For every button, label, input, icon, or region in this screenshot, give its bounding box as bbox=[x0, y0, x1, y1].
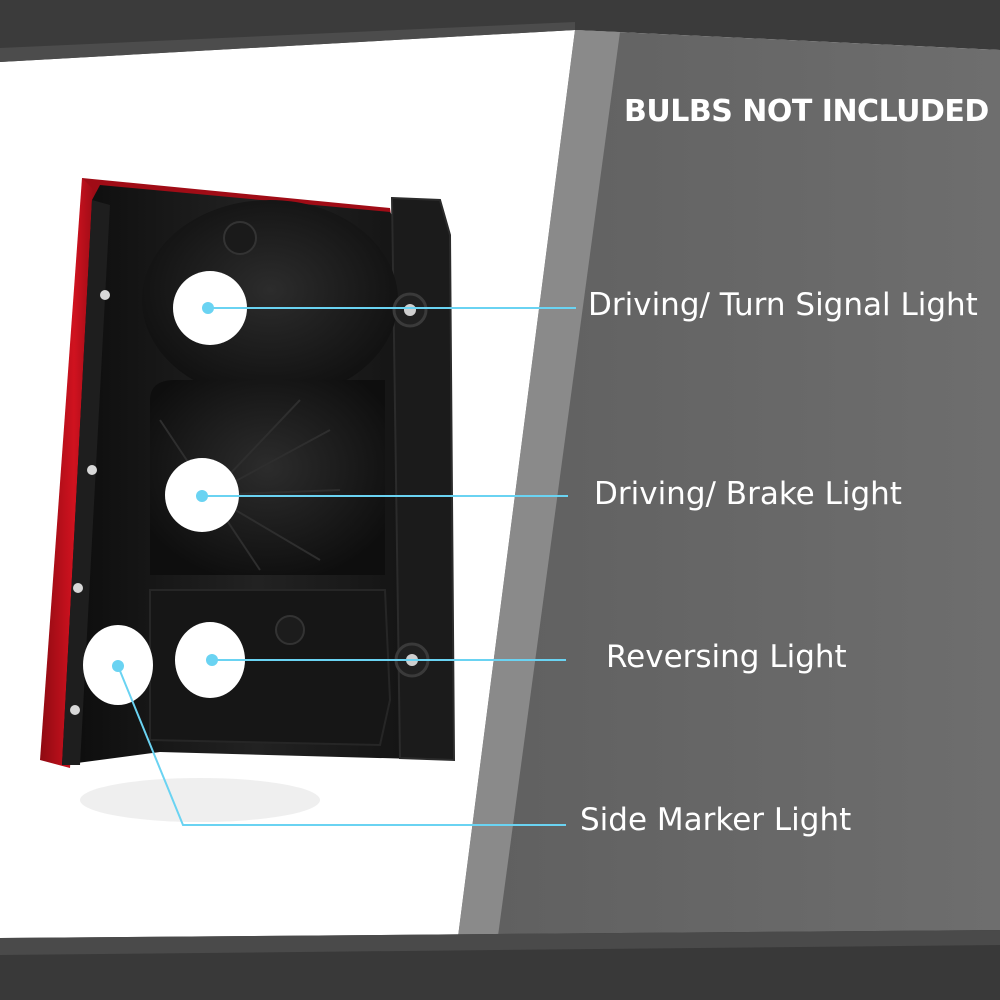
callout-dots bbox=[112, 302, 218, 672]
left-stud-1 bbox=[100, 290, 110, 300]
mounting-rail bbox=[390, 196, 456, 762]
label-reversing-light: Reversing Light bbox=[606, 639, 847, 675]
label-turn-signal-light: Driving/ Turn Signal Light bbox=[588, 287, 978, 323]
bulbs-not-included-notice: BULBS NOT INCLUDED bbox=[624, 94, 989, 129]
bottom-band-edge bbox=[0, 930, 1000, 955]
reflection bbox=[80, 778, 320, 822]
left-rim bbox=[62, 200, 110, 765]
label-side-marker-light: Side Marker Light bbox=[580, 802, 852, 838]
left-stud-3 bbox=[73, 583, 83, 593]
grey-panel bbox=[455, 30, 1000, 960]
top-band-edge bbox=[0, 22, 575, 62]
upper-bowl bbox=[142, 200, 398, 400]
left-stud-4 bbox=[70, 705, 80, 715]
rail-bolt-top-stud bbox=[404, 304, 416, 316]
left-stud-2 bbox=[87, 465, 97, 475]
upper-screw bbox=[223, 221, 257, 255]
lower-screw bbox=[275, 615, 305, 645]
callout-lines bbox=[117, 307, 576, 826]
label-brake-light: Driving/ Brake Light bbox=[594, 476, 902, 512]
